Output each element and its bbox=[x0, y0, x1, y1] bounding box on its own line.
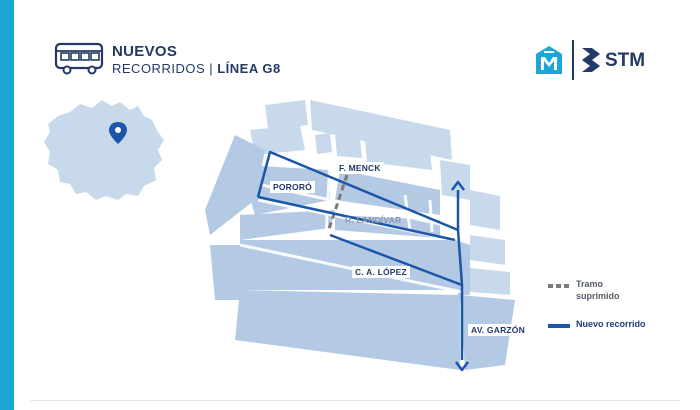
removed-segment bbox=[326, 174, 349, 233]
legend-swatch-dashed bbox=[548, 284, 570, 288]
region-map bbox=[44, 100, 164, 200]
accent-bar bbox=[0, 0, 14, 410]
stm-logo-text: STM bbox=[605, 50, 646, 71]
legend-item-new-route: Nuevo recorrido bbox=[548, 318, 658, 352]
new-route bbox=[256, 150, 469, 372]
bottom-divider bbox=[30, 400, 680, 401]
street-label-lopez: C. A. LÓPEZ bbox=[352, 266, 410, 278]
intendencia-logo-icon bbox=[536, 46, 562, 74]
subtitle-prefix: RECORRIDOS | bbox=[112, 61, 218, 76]
logo-separator bbox=[572, 40, 574, 80]
bus-icon bbox=[54, 42, 104, 75]
legend-label-new-route: Nuevo recorrido bbox=[576, 319, 646, 329]
legend: Tramo suprimido Nuevo recorrido bbox=[548, 278, 658, 358]
street-label-menck: F. MENCK bbox=[336, 162, 384, 174]
street-label-pororo: PORORÓ bbox=[270, 181, 315, 193]
legend-item-removed: Tramo suprimido bbox=[548, 278, 658, 312]
legend-label-removed: Tramo suprimido bbox=[576, 279, 620, 301]
location-pin-icon bbox=[109, 122, 127, 144]
street-label-landivar: R. LANDÍVAR bbox=[345, 215, 402, 225]
legend-swatch-solid bbox=[548, 324, 570, 328]
title: NUEVOS bbox=[112, 43, 178, 60]
subtitle-line: LÍNEA G8 bbox=[217, 61, 281, 76]
street-label-garzon: AV. GARZÓN bbox=[468, 324, 528, 336]
stm-logo-icon bbox=[582, 48, 600, 72]
subtitle: RECORRIDOS | LÍNEA G8 bbox=[112, 61, 281, 76]
